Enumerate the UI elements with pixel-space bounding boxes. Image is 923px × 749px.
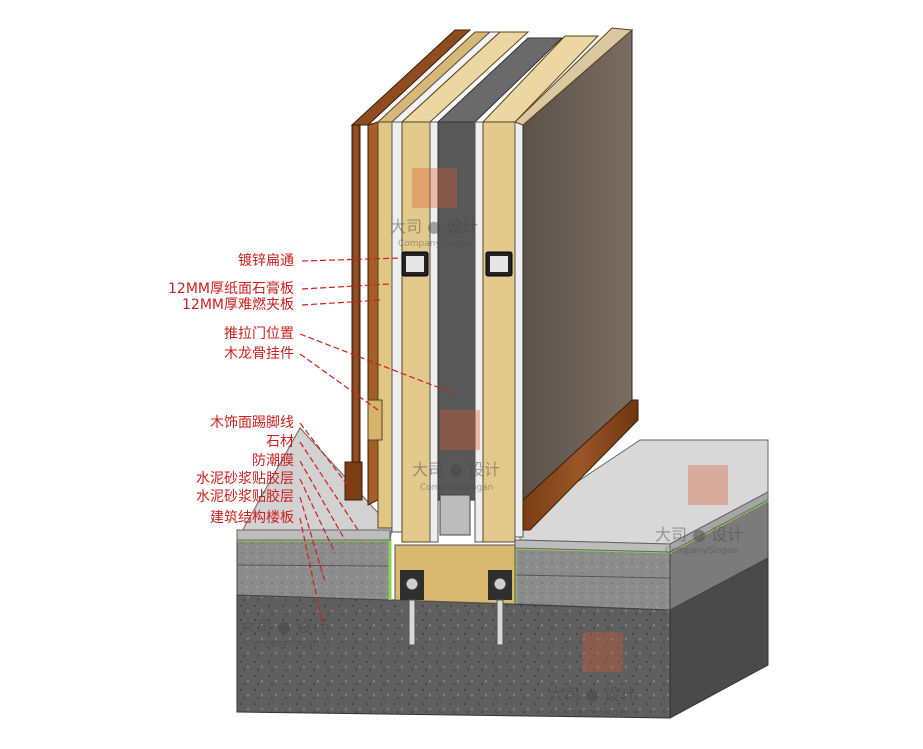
board-core-right-top — [481, 35, 600, 123]
label-wood-skirting: 木饰面踢脚线 — [210, 415, 294, 431]
leader-6 — [299, 422, 354, 493]
label-structural-slab: 建筑结构楼板 — [210, 510, 294, 526]
label-mortar-layer-1: 水泥砂浆贴胶层 — [196, 471, 294, 487]
watermark-brand-2: 大司 ● 设计 — [412, 460, 500, 479]
label-fire-plywood: 12MM厚难燃夹板 — [182, 297, 294, 313]
mortar-layer-left — [236, 539, 391, 601]
watermark-slogan-4: CompanySlogan — [245, 639, 318, 649]
wood-veneer-outer — [351, 119, 361, 496]
watermark-slogan-3: CompanySlogan — [665, 546, 738, 556]
finish-panel-right-top — [514, 27, 634, 126]
anchor-bolt-right — [488, 570, 512, 646]
leader-4 — [299, 333, 459, 396]
wood-hanger — [367, 399, 383, 441]
leader-8 — [299, 460, 346, 541]
gypsum-board-right — [514, 121, 524, 538]
watermark-slogan-2: CompanySlogan — [420, 483, 493, 493]
label-wood-keel-hanger: 木龙骨挂件 — [224, 346, 294, 362]
floor-channel — [394, 544, 516, 605]
board-core-left-top — [400, 31, 530, 123]
label-sliding-door-position: 推拉门位置 — [224, 326, 294, 342]
mortar-layer-right — [514, 547, 671, 611]
wood-veneer-top — [350, 29, 472, 126]
stone-right-side — [669, 491, 769, 553]
stone-left-slab — [236, 529, 391, 541]
leader-9 — [299, 478, 336, 554]
skirting-right — [522, 399, 639, 531]
leader-2 — [301, 283, 391, 290]
label-gypsum-board: 12MM厚纸面石膏板 — [168, 281, 294, 297]
label-galvanized-flat-tube: 镀锌扁通 — [238, 253, 294, 269]
label-moisture-film: 防潮膜 — [252, 453, 294, 469]
watermark-slogan-1: CompanySlogan — [398, 239, 471, 249]
gypsum-board-left — [391, 121, 403, 533]
gypsum-board-right-inner — [474, 121, 484, 543]
label-stone: 石材 — [266, 434, 294, 450]
anchor-bolt-left — [400, 570, 424, 646]
watermark-brand-4: 大司 ● 设计 — [240, 617, 328, 636]
label-mortar-layer-2: 水泥砂浆贴胶层 — [196, 489, 294, 505]
leader-10 — [299, 496, 326, 583]
watermark-brand-3: 大司 ● 设计 — [655, 525, 743, 544]
leader-3 — [301, 299, 383, 306]
fire-plywood-left — [377, 121, 393, 529]
sliding-track — [439, 494, 471, 536]
watermark-group — [412, 168, 728, 672]
watermark-brand-1: 大司 ● 设计 — [390, 217, 478, 236]
skirting-left — [344, 461, 363, 501]
wood-veneer-panel-2 — [367, 121, 379, 506]
watermark-slogan-5: CompanySlogan — [556, 708, 629, 718]
sliding-door-cavity-top — [436, 37, 564, 123]
watermark-brand-5: 大司 ● 设计 — [548, 685, 636, 704]
leader-1 — [301, 257, 403, 262]
board-core-right — [482, 121, 516, 543]
leader-5 — [299, 353, 379, 411]
